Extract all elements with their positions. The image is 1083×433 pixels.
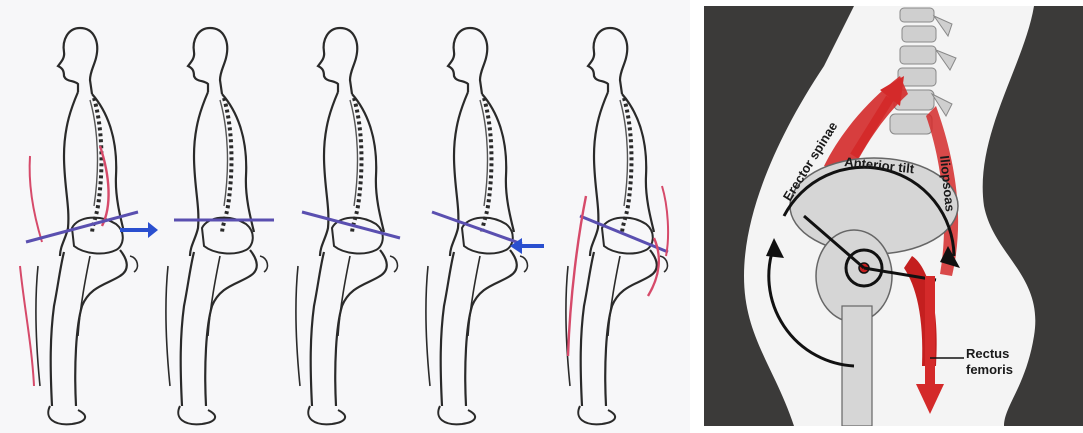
posture-figure-2 (166, 28, 274, 424)
label-rectus-line2: femoris (966, 362, 1013, 377)
posture-sequence-diagram (0, 0, 690, 433)
posture-figure-4 (426, 28, 528, 424)
pelvic-tilt-anatomy-diagram: Erector spinae Anterior tilt Iliopsoas R… (704, 6, 1083, 426)
posture-figure-3 (296, 28, 400, 424)
label-rectus-line1: Rectus (966, 346, 1009, 361)
posture-figure-5 (510, 28, 668, 424)
posture-figure-1 (20, 28, 158, 424)
